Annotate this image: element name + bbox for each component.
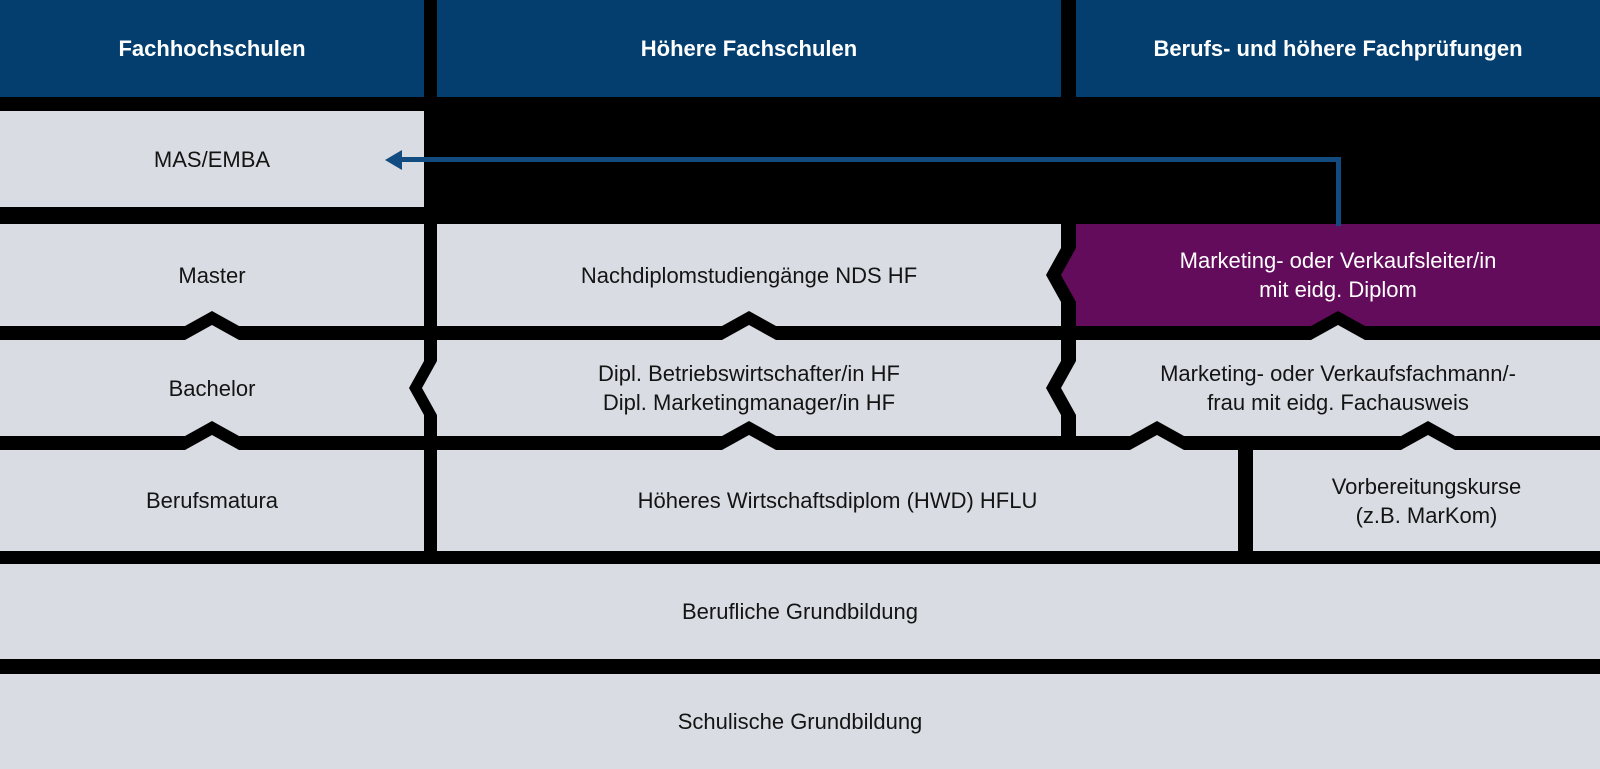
column-header-berufspruefungen: Berufs- und höhere Fachprüfungen bbox=[1076, 0, 1600, 97]
arrow-vertical-line bbox=[1336, 157, 1341, 226]
box-label: Höheres Wirtschaftsdiplom (HWD) HFLU bbox=[637, 488, 1038, 513]
column-header-label: Höhere Fachschulen bbox=[640, 36, 858, 61]
box-master: Master bbox=[0, 224, 424, 326]
box-marketing-verkaufsleiter-eidg-diplom: Marketing- oder Verkaufsleiter/in mit ei… bbox=[1061, 224, 1600, 326]
box-mas-emba: MAS/EMBA bbox=[0, 111, 424, 207]
column-header-fachhochschulen: Fachhochschulen bbox=[0, 0, 424, 97]
column-header-hoehere-fachschulen: Höhere Fachschulen bbox=[437, 0, 1061, 97]
box-label: Bachelor bbox=[168, 375, 256, 401]
box-label: Dipl. Betriebswirtschafter/in HF Dipl. M… bbox=[598, 361, 900, 415]
band-label: Berufliche Grundbildung bbox=[681, 599, 919, 624]
column-header-label: Berufs- und höhere Fachprüfungen bbox=[1153, 36, 1523, 61]
box-label: Nachdiplomstudiengänge NDS HF bbox=[580, 262, 918, 288]
box-label: Master bbox=[178, 262, 246, 288]
box-nachdiplomstudiengaenge-nds-hf: Nachdiplomstudiengänge NDS HF bbox=[437, 224, 1061, 326]
box-hoeheres-wirtschaftsdiplom-hwd-hflu: Höheres Wirtschaftsdiplom (HWD) HFLU bbox=[437, 435, 1238, 551]
column-header-label: Fachhochschulen bbox=[118, 36, 306, 61]
box-bachelor: Bachelor bbox=[0, 325, 424, 436]
box-label: Marketing- oder Verkaufsfachmann/- frau … bbox=[1160, 361, 1516, 415]
box-label: Berufsmatura bbox=[145, 488, 279, 513]
box-dipl-betriebswirtschafter-marketingmanager-hf: Dipl. Betriebswirtschafter/in HF Dipl. M… bbox=[422, 325, 1061, 436]
arrowhead-icon bbox=[385, 150, 402, 170]
box-label: Marketing- oder Verkaufsleiter/in mit ei… bbox=[1179, 248, 1497, 302]
band-schulische-grundbildung: Schulische Grundbildung bbox=[0, 674, 1600, 769]
box-label: MAS/EMBA bbox=[153, 146, 271, 172]
box-marketing-verkaufsfachmann-eidg-fachausweis: Marketing- oder Verkaufsfachmann/- frau … bbox=[1061, 325, 1600, 436]
box-label: Vorbereitungskurse (z.B. MarKom) bbox=[1331, 473, 1522, 528]
box-berufsmatura: Berufsmatura bbox=[0, 435, 424, 551]
band-berufliche-grundbildung: Berufliche Grundbildung bbox=[0, 564, 1600, 659]
band-label: Schulische Grundbildung bbox=[677, 709, 923, 734]
box-vorbereitungskurse-markom: Vorbereitungskurse (z.B. MarKom) bbox=[1253, 435, 1600, 551]
arrow-horizontal-line bbox=[399, 157, 1341, 162]
